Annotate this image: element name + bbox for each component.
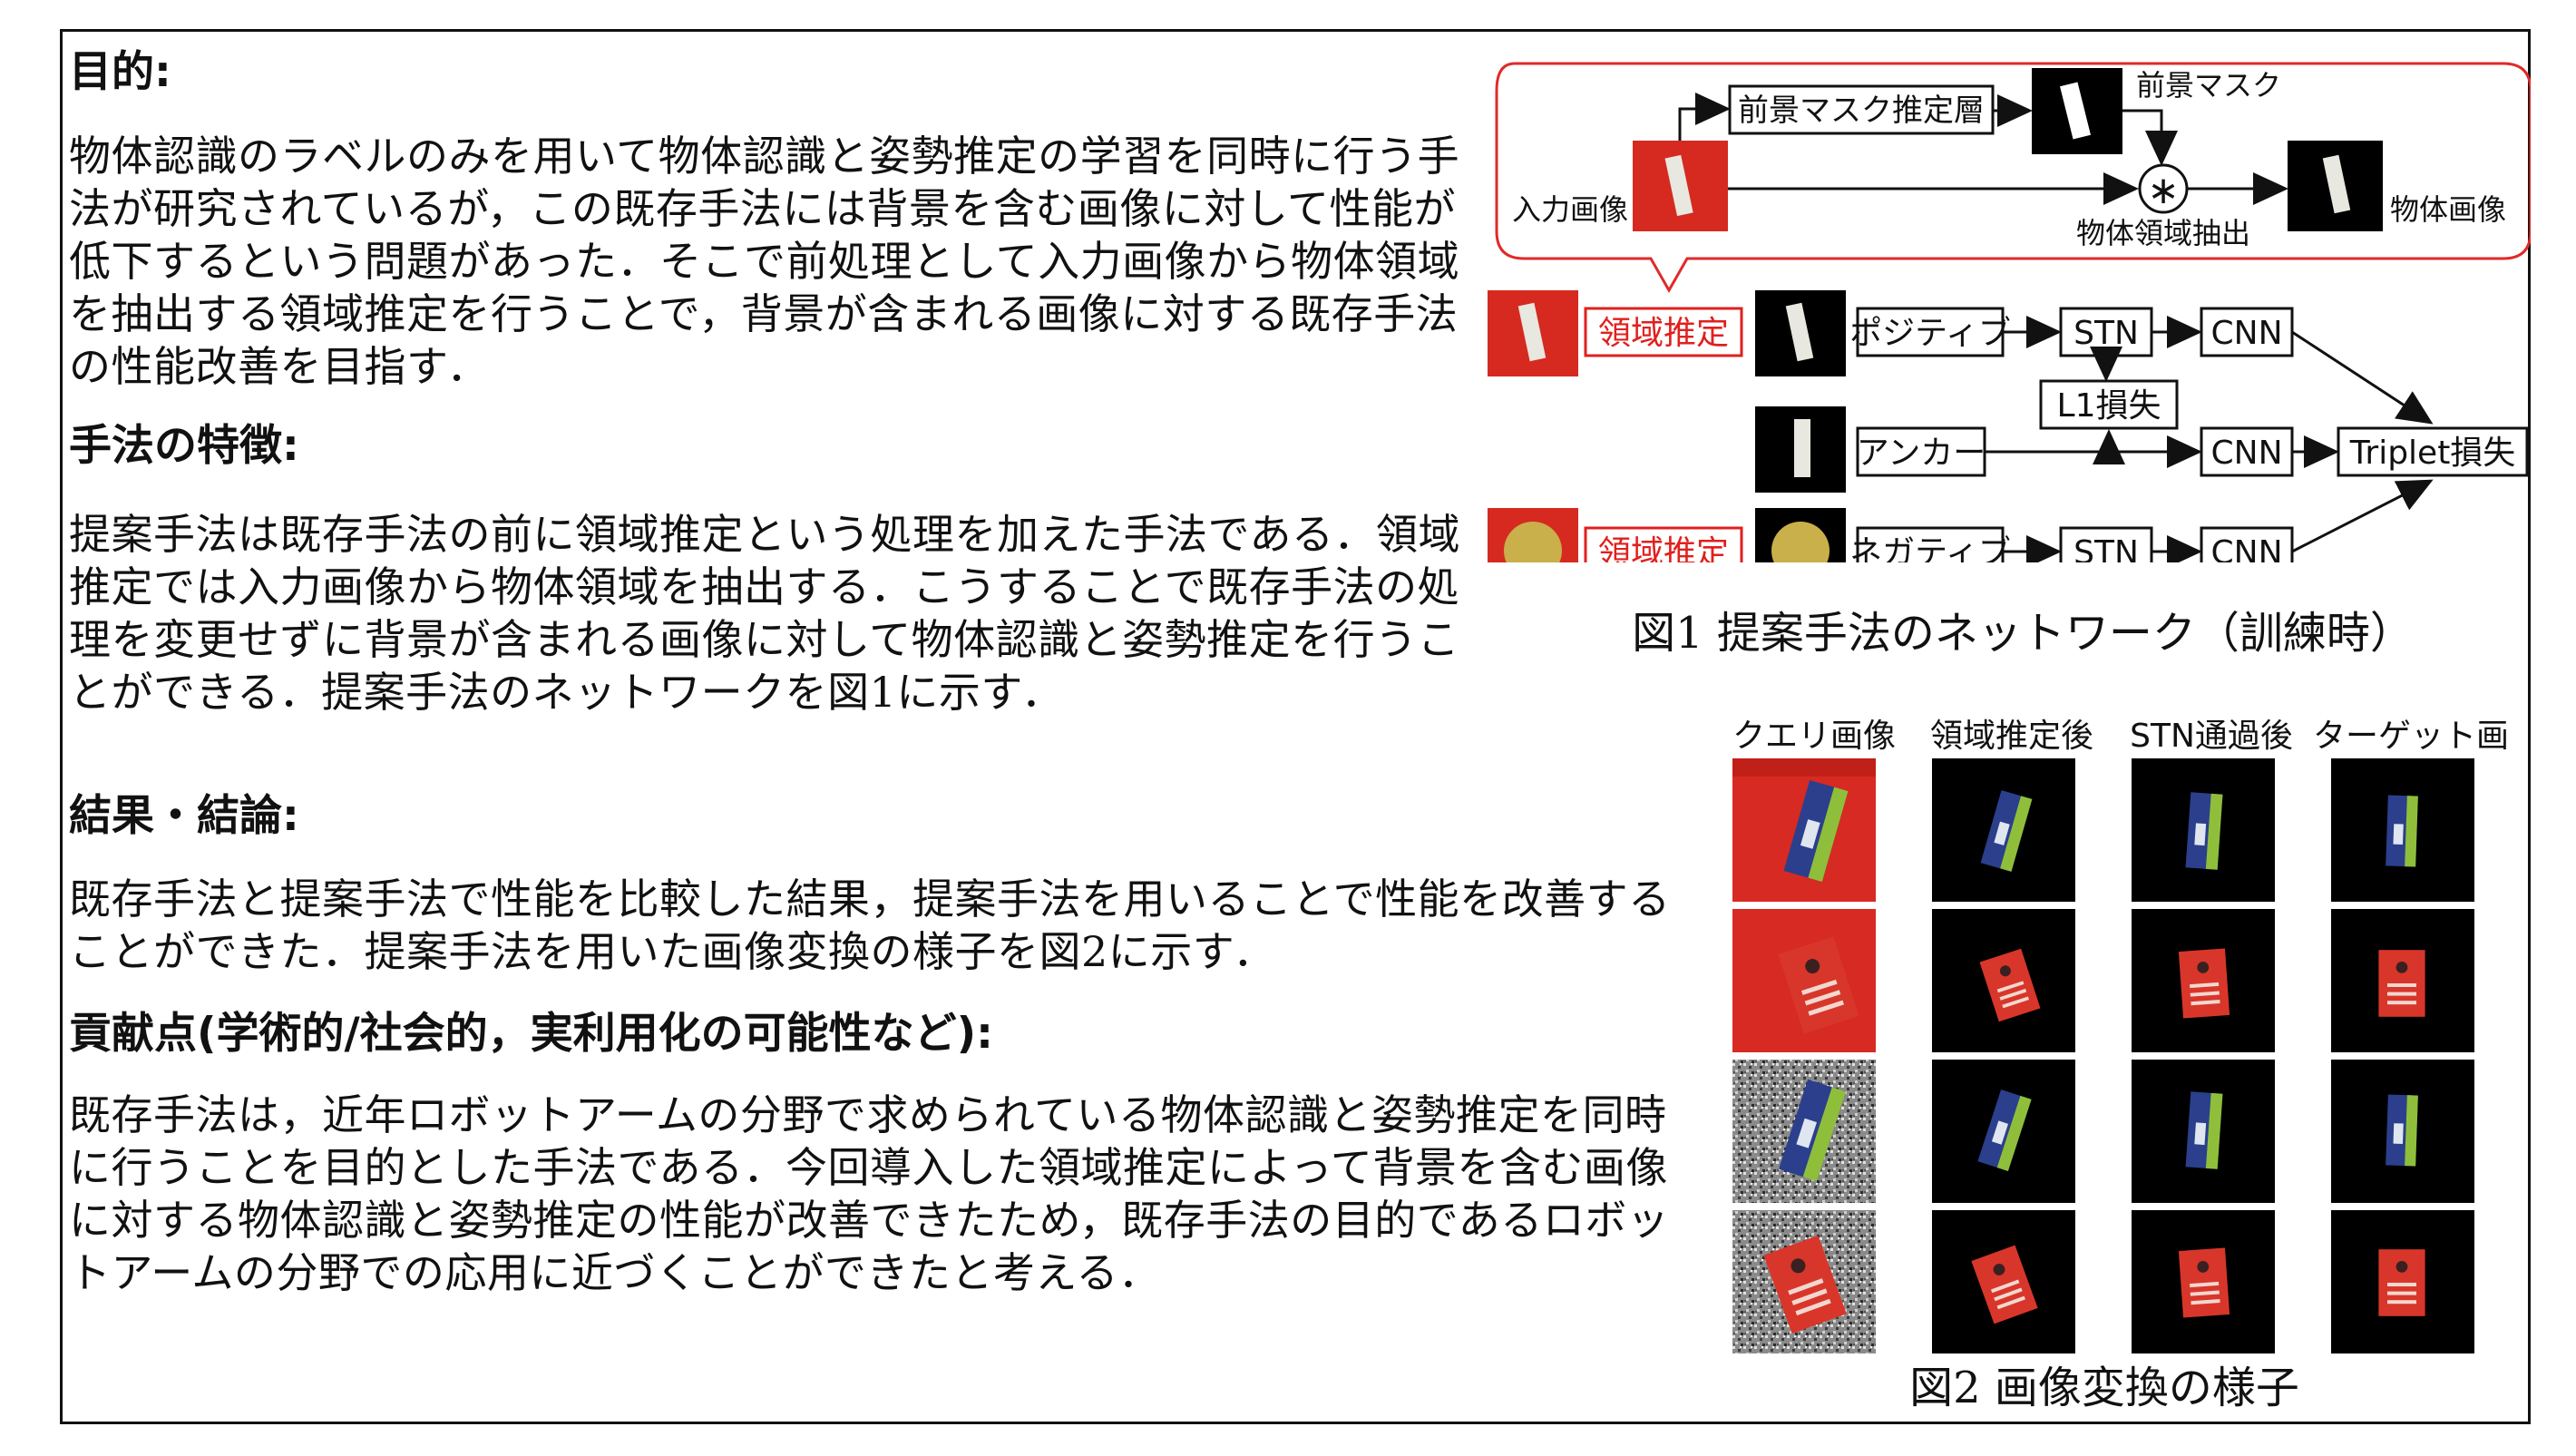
multiply-symbol: ∗ [2147, 168, 2179, 212]
fig2-row1-target [2331, 758, 2474, 902]
fig2-row1-region [1932, 758, 2075, 902]
inset-object-image [2288, 141, 2383, 231]
stn-label-top: STN [2073, 315, 2139, 352]
purpose-heading: 目的: [69, 47, 171, 97]
region-estimation-box-bottom [1584, 526, 1743, 562]
fig2-col-region: 領域推定後 [1929, 718, 2093, 755]
figure2-image-grid [1732, 758, 2474, 1353]
fig2-row3-query [1732, 1060, 1876, 1203]
inset-input-label: 入力画像 [1512, 192, 1628, 227]
mask-layer-label: 前景マスク推定層 [1738, 93, 1985, 129]
triplet-loss-box [2337, 426, 2529, 477]
results-heading: 結果・結論: [69, 791, 299, 841]
inset-mask-label: 前景マスク [2136, 68, 2281, 103]
contribution-heading: 貢献点(学術的/社会的，実利用化の可能性など): [69, 1009, 993, 1059]
inset-extract-label: 物体領域抽出 [2076, 216, 2250, 250]
stn-label-bottom: STN [2073, 534, 2139, 562]
features-body: 提案手法は既存手法の前に領域推定という処理を加えた手法である．領域推定では入力画… [69, 510, 1461, 717]
fig2-row3-stn [2132, 1060, 2275, 1203]
figure1-network-diagram: 入力画像 前景マスク推定層 前景マスク ∗ 物体領域抽出 物体画像 領域推定 ポ… [1488, 62, 2531, 562]
fig2-row3-target [2331, 1060, 2474, 1203]
negative-label: ネガティブ [1849, 534, 2011, 562]
fig2-col-stn: STN通過後 [2130, 718, 2293, 755]
negative-input-image [1488, 508, 1578, 562]
fig2-row1-stn [2132, 758, 2275, 902]
anchor-label: アンカー [1857, 435, 1986, 472]
purpose-body: 物体認識のラベルのみを用いて物体認識と姿勢推定の学習を同時に行う手法が研究されて… [69, 132, 1460, 391]
fig2-row2-query [1732, 909, 1876, 1052]
fig2-row2-target [2331, 909, 2474, 1052]
results-body: 既存手法と提案手法で性能を比較した結果，提案手法を用いることで性能を改善すること… [69, 875, 1671, 976]
figure2-caption: 図2 画像変換の様子 [1909, 1363, 2299, 1413]
cnn-box-mid [2200, 426, 2294, 477]
fig2-row1-query [1732, 758, 1876, 902]
fig2-row4-query [1732, 1210, 1876, 1353]
cnn-label-bottom: CNN [2211, 534, 2283, 562]
inset-border [1495, 62, 2531, 294]
cnn-label-mid: CNN [2211, 435, 2283, 472]
fig2-row4-target [2331, 1210, 2474, 1353]
fig2-row2-region [1932, 909, 2075, 1052]
inset-input-image [1633, 141, 1728, 231]
l1-loss-label: L1損失 [2057, 387, 2161, 425]
region-estimation-box-top [1584, 307, 1743, 357]
anchor-image [1755, 406, 1846, 493]
positive-extracted-image [1755, 290, 1846, 376]
positive-label: ポジティブ [1849, 315, 2011, 352]
cnn-label-top: CNN [2211, 315, 2283, 352]
features-heading: 手法の特徴: [69, 421, 299, 471]
fig2-row4-stn [2132, 1210, 2275, 1353]
anchor-box [1856, 426, 1986, 477]
positive-input-image [1488, 290, 1578, 376]
inset-mask-image [2032, 68, 2122, 154]
fig2-row3-region [1932, 1060, 2075, 1203]
fig2-col-query: クエリ画像 [1732, 718, 1896, 755]
region-estimation-label-bottom: 領域推定 [1598, 534, 1729, 562]
positive-box [1856, 307, 2005, 357]
inset-output-label: 物体画像 [2390, 192, 2506, 227]
fig2-row4-region [1932, 1210, 2075, 1353]
triplet-loss-label: Triplet損失 [2349, 435, 2516, 472]
cnn-box-top [2200, 307, 2294, 357]
negative-extracted-image [1755, 508, 1846, 562]
contribution-body: 既存手法は，近年ロボットアームの分野で求められている物体認識と姿勢推定を同時に行… [69, 1090, 1670, 1297]
l1-loss-box [2039, 379, 2179, 430]
region-estimation-label-top: 領域推定 [1598, 315, 1729, 352]
figure1-caption: 図1 提案手法のネットワーク（訓練時） [1632, 608, 2414, 659]
poster-frame [60, 29, 2531, 1424]
fig2-row2-stn [2132, 909, 2275, 1052]
